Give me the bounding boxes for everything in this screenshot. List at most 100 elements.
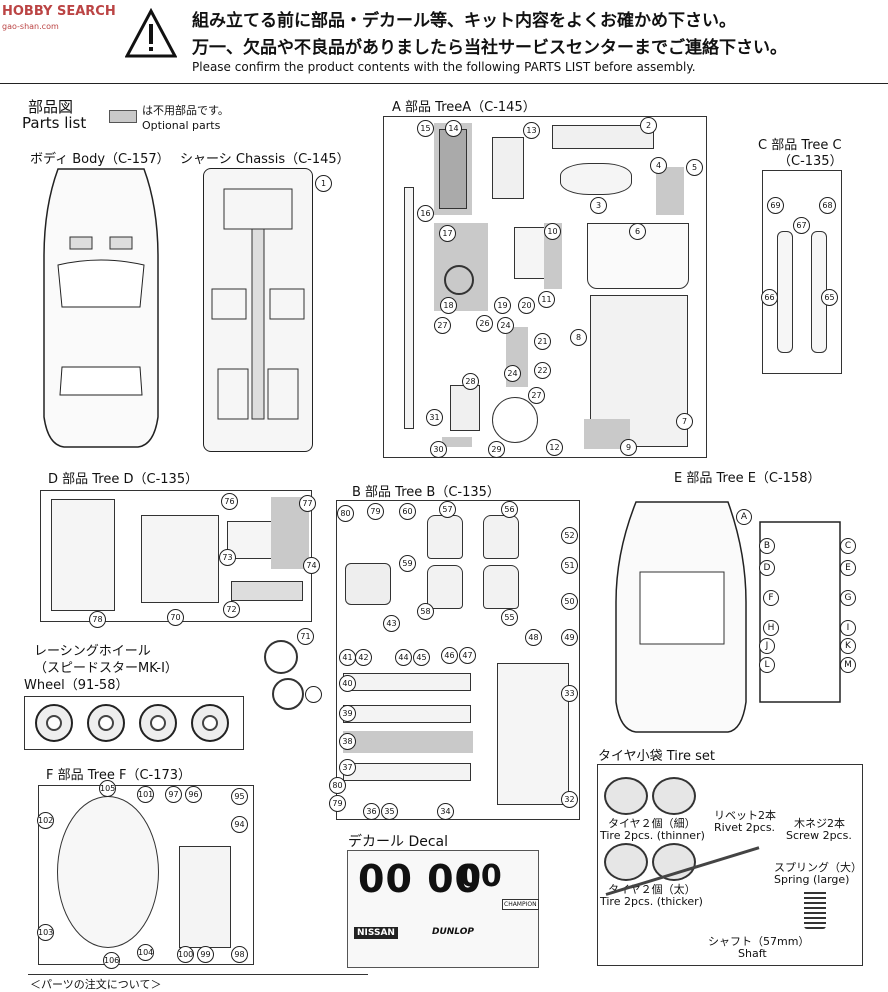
part-number: 69 — [767, 197, 784, 214]
part-number: 37 — [339, 759, 356, 776]
part-number: 8 — [570, 329, 587, 346]
part-number: 29 — [488, 441, 505, 458]
part-shape — [141, 515, 219, 603]
header-line3: Please confirm the product contents with… — [192, 60, 696, 74]
part-number: 59 — [399, 555, 416, 572]
treeC-frame: 69 68 67 66 65 — [761, 170, 842, 374]
part-number: 45 — [413, 649, 430, 666]
part-shape — [51, 499, 115, 611]
part-number: 1 — [315, 175, 332, 192]
part-number: 105 — [99, 780, 116, 797]
part-shape — [497, 663, 569, 805]
tire — [652, 843, 696, 881]
spring-icon — [804, 889, 826, 929]
part-number: 66 — [761, 289, 778, 306]
wheel — [191, 704, 229, 742]
part-letter: A — [736, 509, 752, 525]
part-number: 6 — [629, 223, 646, 240]
part-number: 60 — [399, 503, 416, 520]
treeB-frame: 80 79 60 57 56 52 51 50 49 59 58 55 48 4… — [329, 500, 580, 820]
part-number: 13 — [523, 122, 540, 139]
part-number: 95 — [231, 788, 248, 805]
wheel — [35, 704, 73, 742]
part-number: 40 — [339, 675, 356, 692]
part-letter: M — [840, 657, 856, 673]
tire-thick-en: Tire 2pcs. (thicker) — [600, 895, 703, 908]
part-letter: B — [759, 538, 775, 554]
part-number: 35 — [381, 803, 398, 820]
part-number: 41 — [339, 649, 356, 666]
part-number: 12 — [546, 439, 563, 456]
part-number: 14 — [445, 120, 462, 137]
part-number: 104 — [137, 944, 154, 961]
shaft-jp: シャフト（57mm） — [708, 935, 810, 948]
part-number: 38 — [339, 733, 356, 750]
part-shape — [343, 673, 471, 691]
part-number: 80 — [337, 505, 354, 522]
part-shape — [57, 796, 159, 948]
optional-swatch — [109, 110, 137, 123]
part-number: 9 — [620, 439, 637, 456]
wheel-label-2: （スピードスターMK-I） — [34, 661, 178, 676]
treeD-label: D 部品 Tree D（C-135） — [48, 472, 199, 487]
part-number: 43 — [383, 615, 400, 632]
part-shape — [560, 163, 632, 195]
decal-sheet: 00 00 00 NISSAN DUNLOP CHAMPION — [347, 850, 539, 968]
part-number: 19 — [494, 297, 511, 314]
part-number: 26 — [476, 315, 493, 332]
part-number: 34 — [437, 803, 454, 820]
part-number: 17 — [439, 225, 456, 242]
part-number — [305, 686, 322, 703]
part-number: 31 — [426, 409, 443, 426]
part-shape — [439, 129, 467, 209]
part-letter: E — [840, 560, 856, 576]
treeB-label: B 部品 Tree B（C-135） — [352, 485, 500, 500]
part-number: 56 — [501, 501, 518, 518]
rivet-en: Rivet 2pcs. — [714, 821, 776, 834]
chassis-plate — [203, 168, 313, 452]
part-number: 76 — [221, 493, 238, 510]
spring-en: Spring (large) — [774, 873, 850, 886]
part-number: 18 — [440, 297, 457, 314]
part-number: 20 — [518, 297, 535, 314]
decal-dunlop: DUNLOP — [432, 927, 474, 937]
tire-thin-en: Tire 2pcs. (thinner) — [600, 829, 705, 842]
part-shape — [343, 705, 471, 723]
part-number: 65 — [821, 289, 838, 306]
body-shell — [38, 167, 164, 450]
part-number: 51 — [561, 557, 578, 574]
part-number: 11 — [538, 291, 555, 308]
seat — [483, 515, 519, 559]
part-number: 5 — [686, 159, 703, 176]
part-number: 70 — [167, 609, 184, 626]
part-number: 32 — [561, 791, 578, 808]
part-shape — [450, 385, 480, 431]
part-number: 106 — [103, 952, 120, 969]
part-letter: H — [763, 620, 779, 636]
part-number: 78 — [89, 611, 106, 628]
treeF-frame: 105 101 97 96 95 94 102 103 104 106 100 … — [37, 780, 254, 969]
chassis-label: シャーシ Chassis（C-145） — [180, 152, 350, 167]
part-number: 42 — [355, 649, 372, 666]
tire-thin-jp: タイヤ２個（細） — [608, 817, 696, 830]
part-shape — [345, 563, 391, 605]
part-number: 68 — [819, 197, 836, 214]
part-shape — [343, 763, 471, 781]
optional-en: Optional parts — [142, 119, 221, 132]
part-number: 15 — [417, 120, 434, 137]
part-number: 98 — [231, 946, 248, 963]
decal-nissan: NISSAN — [354, 927, 398, 939]
part-number: 2 — [640, 117, 657, 134]
treeA-gray-30 — [442, 437, 472, 447]
part-number: 27 — [528, 387, 545, 404]
header-line2: 万一、欠品や不良品がありましたら当社サービスセンターまでご連絡下さい。 — [192, 38, 787, 58]
part-number: 7 — [676, 413, 693, 430]
optional-jp: は不用部品です。 — [142, 104, 229, 117]
treeA-frame: 15 14 13 2 3 4 5 16 17 6 10 18 19 20 11 … — [383, 116, 707, 458]
part-number: 73 — [219, 549, 236, 566]
part-number: 47 — [459, 647, 476, 664]
part-number: 36 — [363, 803, 380, 820]
treeF-label: F 部品 Tree F（C-173） — [46, 768, 192, 783]
watermark-url: gao-shan.com — [2, 22, 59, 31]
treeA-gray-45 — [656, 167, 684, 215]
